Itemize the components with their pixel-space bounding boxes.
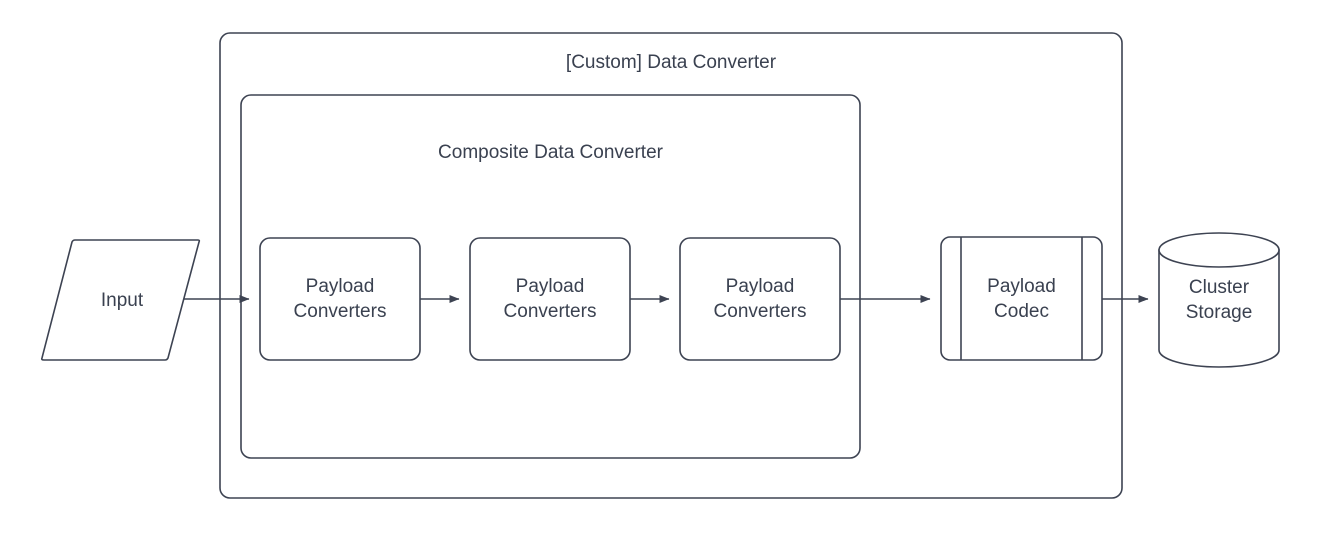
container-composite-data-converter-title: Composite Data Converter [438,142,663,163]
node-payload-codec-shape[interactable] [940,236,1103,361]
node-cluster-storage-top-ellipse [1158,232,1280,268]
node-payload-converters-3-shape[interactable] [679,237,841,361]
container-custom-data-converter-title: [Custom] Data Converter [565,52,777,73]
node-cluster-storage-body[interactable] [1158,249,1280,368]
node-payload-converters-2-shape[interactable] [469,237,631,361]
node-input-shape[interactable] [40,239,201,361]
node-payload-converters-1-shape[interactable] [259,237,421,361]
